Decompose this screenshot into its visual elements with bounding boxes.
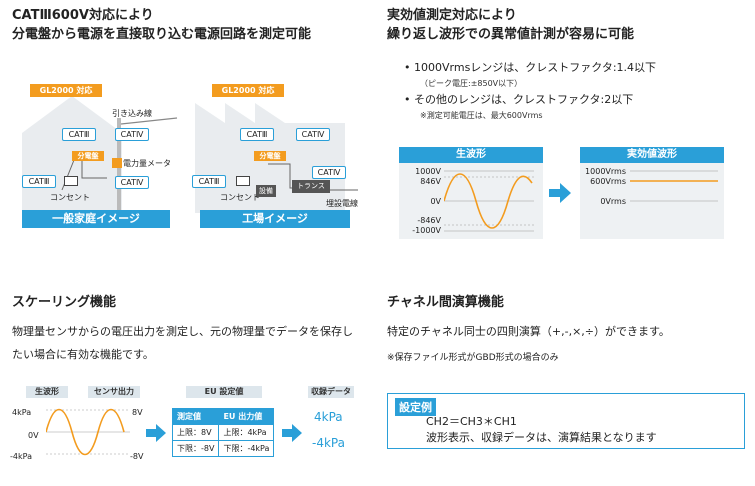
cat-title-2: 分電盤から電源を直接取り込む電源回路を測定可能 xyxy=(12,27,312,42)
eu-table: 測定値 EU 出力値 上限：8V 上限：4kPa 下限：-8V 下限：-4kPa xyxy=(171,408,275,457)
factory-cat4-top: CATⅣ xyxy=(296,128,330,141)
home-bundenban: 分電盤 xyxy=(72,151,104,161)
home-cat4-bottom: CATⅣ xyxy=(115,176,149,189)
channel-title: チャネル間演算機能 xyxy=(387,295,504,310)
rms-bullet-1: • 1000Vrmsレンジは、クレストファクタ:1.4以下 xyxy=(404,61,657,74)
raw-label-846: 846V xyxy=(420,177,441,186)
raw-label-m846: -846V xyxy=(417,216,441,225)
factory-trans: トランス xyxy=(292,180,330,193)
home-caption: 一般家庭イメージ xyxy=(22,210,170,228)
rms-label-600: 600Vrms xyxy=(590,177,626,186)
factory-cat3-top: CATⅢ xyxy=(240,128,274,141)
scaling-wave-plot xyxy=(46,408,130,456)
home-cat3-top: CATⅢ xyxy=(62,128,96,141)
factory-cable-label: 埋設電線 xyxy=(326,199,358,208)
factory-outlet-label: コンセント xyxy=(220,193,260,202)
raw-label-1000: 1000V xyxy=(415,167,441,176)
arrow-right-icon xyxy=(549,183,571,203)
scaling-title: スケーリング機能 xyxy=(12,295,117,310)
rms-title-2: 繰り返し波形での異常値計測が容易に可能 xyxy=(387,27,635,42)
scaling-y-0v: 0V xyxy=(28,431,39,440)
eu-cell-upper-output: 上限：4kPa xyxy=(218,424,275,441)
home-meter-label: 電力量メータ xyxy=(123,159,171,168)
raw-wave-plot xyxy=(444,170,534,232)
example-label: 設定例 xyxy=(395,398,436,416)
raw-label-m1000: -1000V xyxy=(412,226,441,235)
eu-header-output: EU 出力値 xyxy=(218,408,275,425)
arrow-right-icon xyxy=(282,424,302,442)
cat-title-1: CATⅢ600V対応により xyxy=(12,8,154,23)
raw-wave-panel: 生波形 xyxy=(399,147,543,239)
channel-note: ※保存ファイル形式がGBD形式の場合のみ xyxy=(387,353,559,363)
rms-wave-plot xyxy=(630,170,718,202)
outlet-icon xyxy=(236,176,250,186)
factory-bundenban: 分電盤 xyxy=(254,151,286,161)
home-cat3-left: CATⅢ xyxy=(22,175,56,188)
example-text: 波形表示、収録データは、演算結果となります xyxy=(426,431,657,444)
factory-cat4-right: CATⅣ xyxy=(312,166,346,179)
scaling-r-m8v: -8V xyxy=(130,452,144,461)
scaling-sensor-label: センサ出力 xyxy=(88,386,140,398)
scaling-r-8v: 8V xyxy=(132,408,143,417)
factory-cat3-left: CATⅢ xyxy=(192,175,226,188)
home-cat4-top: CATⅣ xyxy=(115,128,149,141)
outlet-icon xyxy=(64,176,78,186)
rms-title-1: 実効値測定対応により xyxy=(387,8,517,23)
rms-label-1000: 1000Vrms xyxy=(585,167,626,176)
rec-value-low: -4kPa xyxy=(312,436,345,450)
raw-wave-head: 生波形 xyxy=(399,147,543,163)
rec-value-high: 4kPa xyxy=(314,410,343,424)
eu-header-measured: 測定値 xyxy=(171,408,220,425)
factory-caption: 工場イメージ xyxy=(200,210,350,228)
meter-icon xyxy=(112,158,122,168)
factory-badge: GL2000 対応 xyxy=(212,84,284,97)
scaling-y-m4kpa: -4kPa xyxy=(10,452,32,461)
scaling-desc-2: たい場合に有効な機能です。 xyxy=(12,348,154,361)
rms-wave-head: 実効値波形 xyxy=(580,147,724,163)
eu-cell-upper-measured: 上限：8V xyxy=(171,424,220,441)
home-hikikomi-label: 引き込み線 xyxy=(112,109,152,118)
channel-desc: 特定のチャネル同士の四則演算（+,-,×,÷）ができます。 xyxy=(387,325,670,338)
eu-cell-lower-output: 下限：-4kPa xyxy=(218,440,275,457)
factory-setsubi: 設備 xyxy=(256,185,276,197)
scaling-y-4kpa: 4kPa xyxy=(12,408,32,417)
example-formula: CH2＝CH3＊CH1 xyxy=(426,415,517,428)
home-badge: GL2000 対応 xyxy=(30,84,102,97)
rms-bullet-2: • その他のレンジは、クレストファクタ:2以下 xyxy=(404,93,634,106)
scaling-desc-1: 物理量センサからの電圧出力を測定し、元の物理量でデータを保存し xyxy=(12,325,353,338)
rms-bullet-2-sub: ※測定可能電圧は、最大600Vrms xyxy=(420,111,543,120)
rec-label: 収録データ xyxy=(308,386,354,398)
raw-label-0: 0V xyxy=(430,197,441,206)
rms-bullet-1-sub: （ピーク電圧:±850V以下） xyxy=(420,79,523,88)
rms-wave-panel: 実効値波形 xyxy=(580,147,724,239)
arrow-right-icon xyxy=(146,424,166,442)
scaling-raw-label: 生波形 xyxy=(26,386,68,398)
eu-title: EU 設定値 xyxy=(186,386,262,398)
eu-cell-lower-measured: 下限：-8V xyxy=(171,440,220,457)
rms-label-0: 0Vrms xyxy=(600,197,626,206)
example-box xyxy=(387,393,745,449)
home-outlet-label: コンセント xyxy=(50,193,90,202)
